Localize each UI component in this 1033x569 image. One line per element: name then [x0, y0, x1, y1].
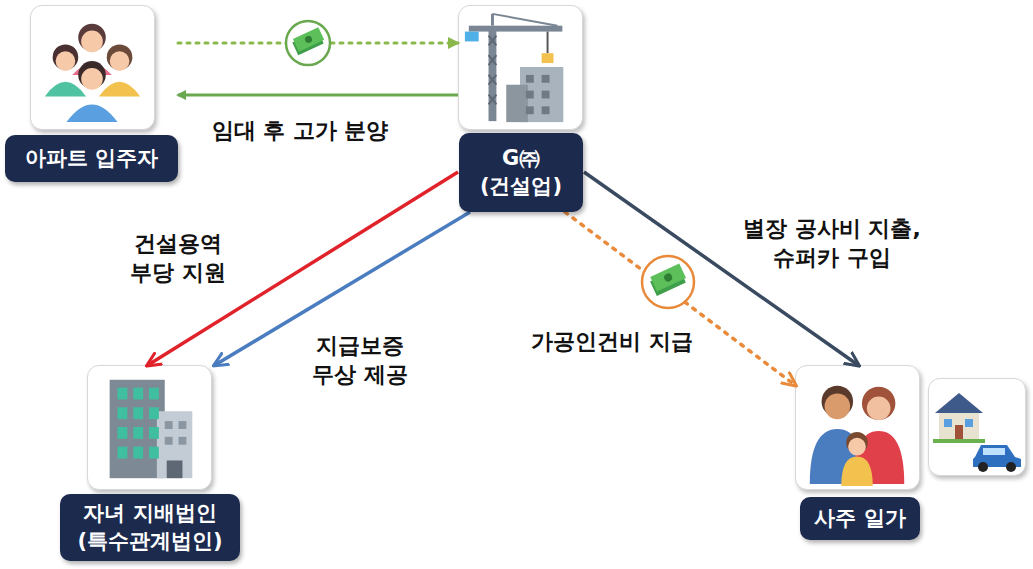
entity-node: 자녀 지배법인 (특수관계법인)	[60, 365, 240, 561]
flow-label: 지급보증 무상 제공	[300, 331, 420, 390]
house-car-illustration	[929, 379, 1025, 475]
flow-arrow	[178, 94, 458, 97]
family-icon	[795, 365, 920, 490]
entity-name: 자녀 지배법인 (특수관계법인)	[66, 500, 234, 555]
entity-node: 아파트 입주자	[5, 5, 178, 182]
entity-node: G㈜ (건설업)	[458, 5, 584, 212]
entity-label: 아파트 입주자	[5, 135, 178, 182]
office-illustration	[88, 366, 211, 489]
entity-name: 아파트 입주자	[25, 145, 158, 172]
corporation-icon	[87, 365, 212, 490]
flow-label: 건설용역 부당 지원	[118, 229, 238, 288]
residents-icon	[30, 5, 155, 130]
family-illustration	[796, 366, 919, 489]
assets-icon	[928, 378, 1026, 476]
entity-name: 사주 일가	[814, 505, 905, 532]
entity-name: G㈜ (건설업)	[465, 145, 577, 200]
construction-icon	[458, 5, 583, 130]
entity-node: 사주 일가	[795, 365, 920, 540]
entity-label: 자녀 지배법인 (특수관계법인)	[60, 494, 240, 561]
construction-illustration	[459, 6, 582, 129]
flow-label: 가공인건비 지급	[512, 327, 712, 357]
flow-label: 별장 공사비 지출, 슈퍼카 구입	[707, 214, 957, 273]
flow-label: 임대 후 고가 분양	[170, 116, 430, 146]
residents-illustration	[31, 6, 154, 129]
entity-label: 사주 일가	[800, 497, 920, 540]
money-badge	[642, 256, 694, 308]
money-badge	[286, 21, 330, 65]
entity-label: G㈜ (건설업)	[459, 133, 583, 212]
